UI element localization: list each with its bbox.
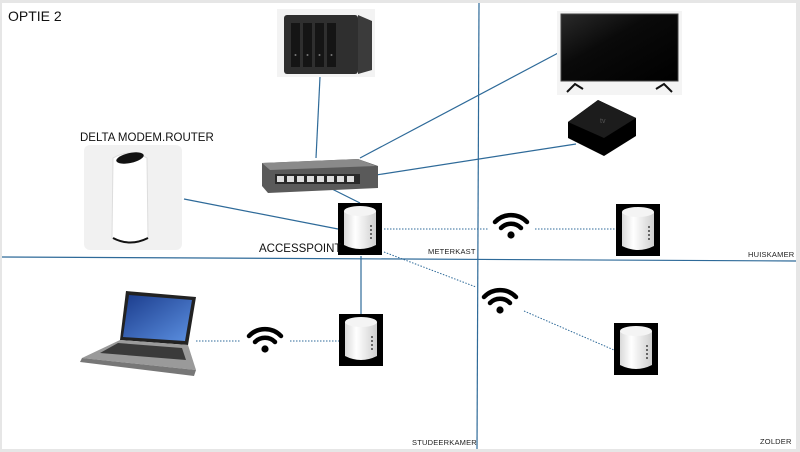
nas-icon bbox=[277, 9, 375, 77]
room-divider-vertical bbox=[476, 2, 480, 450]
svg-text:tv: tv bbox=[600, 118, 606, 125]
accesspoint-label: ACCESSPOINT bbox=[259, 243, 342, 255]
room-divider-horizontal bbox=[1, 256, 797, 262]
mesh-node-studeerkamer bbox=[339, 314, 383, 366]
modem-router-icon bbox=[84, 145, 182, 250]
room-label-meterkast: METERKAST bbox=[428, 247, 476, 256]
link-modem-accesspoint bbox=[183, 198, 339, 230]
wifi-icon bbox=[484, 290, 516, 314]
modem-router-label: DELTA MODEM.ROUTER bbox=[80, 132, 214, 144]
apple-tv-icon: tv bbox=[568, 100, 636, 156]
page-title: OPTIE 2 bbox=[8, 8, 62, 24]
laptop-icon bbox=[80, 291, 196, 376]
mesh-node-huiskamer bbox=[616, 204, 660, 256]
link-switch-appletv bbox=[375, 143, 577, 176]
wifi-icon bbox=[249, 329, 281, 353]
link-switch-tv bbox=[359, 51, 561, 159]
link-nas-switch bbox=[315, 76, 321, 159]
mesh-node-zolder bbox=[614, 323, 658, 375]
mesh-node-accesspoint bbox=[338, 203, 382, 255]
wifi-link-ap-zolder-b bbox=[523, 310, 615, 351]
wifi-icon bbox=[495, 215, 527, 239]
tv-icon bbox=[557, 11, 682, 95]
network-switch-icon bbox=[262, 159, 378, 193]
wifi-link-ap-zolder-a bbox=[383, 251, 477, 288]
room-label-huiskamer: HUISKAMER bbox=[748, 250, 795, 259]
room-label-zolder: ZOLDER bbox=[760, 437, 792, 446]
room-label-studeerkamer: STUDEERKAMER bbox=[412, 438, 477, 447]
